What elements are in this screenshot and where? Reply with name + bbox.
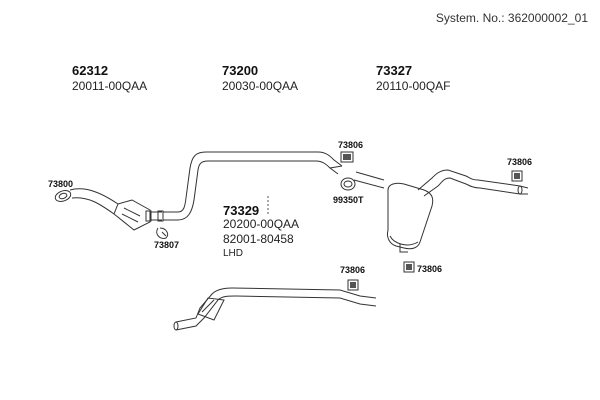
hanger-73806-right: [511, 170, 523, 182]
hanger-73806-top: [340, 151, 354, 163]
callout-73806-bottom-left: 73806: [340, 265, 366, 275]
rear-silencer: [353, 169, 529, 253]
callout-73800: 73800: [48, 179, 74, 189]
lhd-pipe-assembly: [173, 287, 377, 331]
hanger-73806-bottom-right: [403, 261, 415, 273]
callout-73806-top: 73806: [338, 140, 364, 150]
callout-73806-right: 73806: [507, 157, 533, 167]
intermediate-pipe: [163, 151, 343, 221]
callout-73807: 73807: [154, 240, 180, 250]
part-code-73327: 20110-00QAF: [376, 79, 451, 93]
variant-note-lhd: LHD: [223, 248, 244, 259]
callout-99350T: 99350T: [333, 195, 364, 205]
part-number-73327: 73327: [376, 63, 413, 78]
part-number-73200: 73200: [222, 63, 259, 78]
callout-73806-bottom-right: 73806: [417, 264, 443, 274]
part-code-62312: 20011-00QAA: [72, 79, 148, 93]
system-number: System. No.: 362000002_01: [435, 11, 588, 25]
part-number-73329: 73329: [223, 203, 260, 218]
clamp-99350T: [340, 177, 356, 191]
hanger-73806-bottom-left: [347, 279, 359, 291]
part-code-73329: 20200-00QAA: [223, 217, 300, 231]
front-pipe-catalyst: [54, 188, 164, 231]
part-number-62312: 62312: [72, 63, 109, 78]
part-code2-73329: 82001-80458: [223, 232, 294, 246]
clamp-73807: [156, 227, 169, 239]
part-code-73200: 20030-00QAA: [222, 79, 299, 93]
